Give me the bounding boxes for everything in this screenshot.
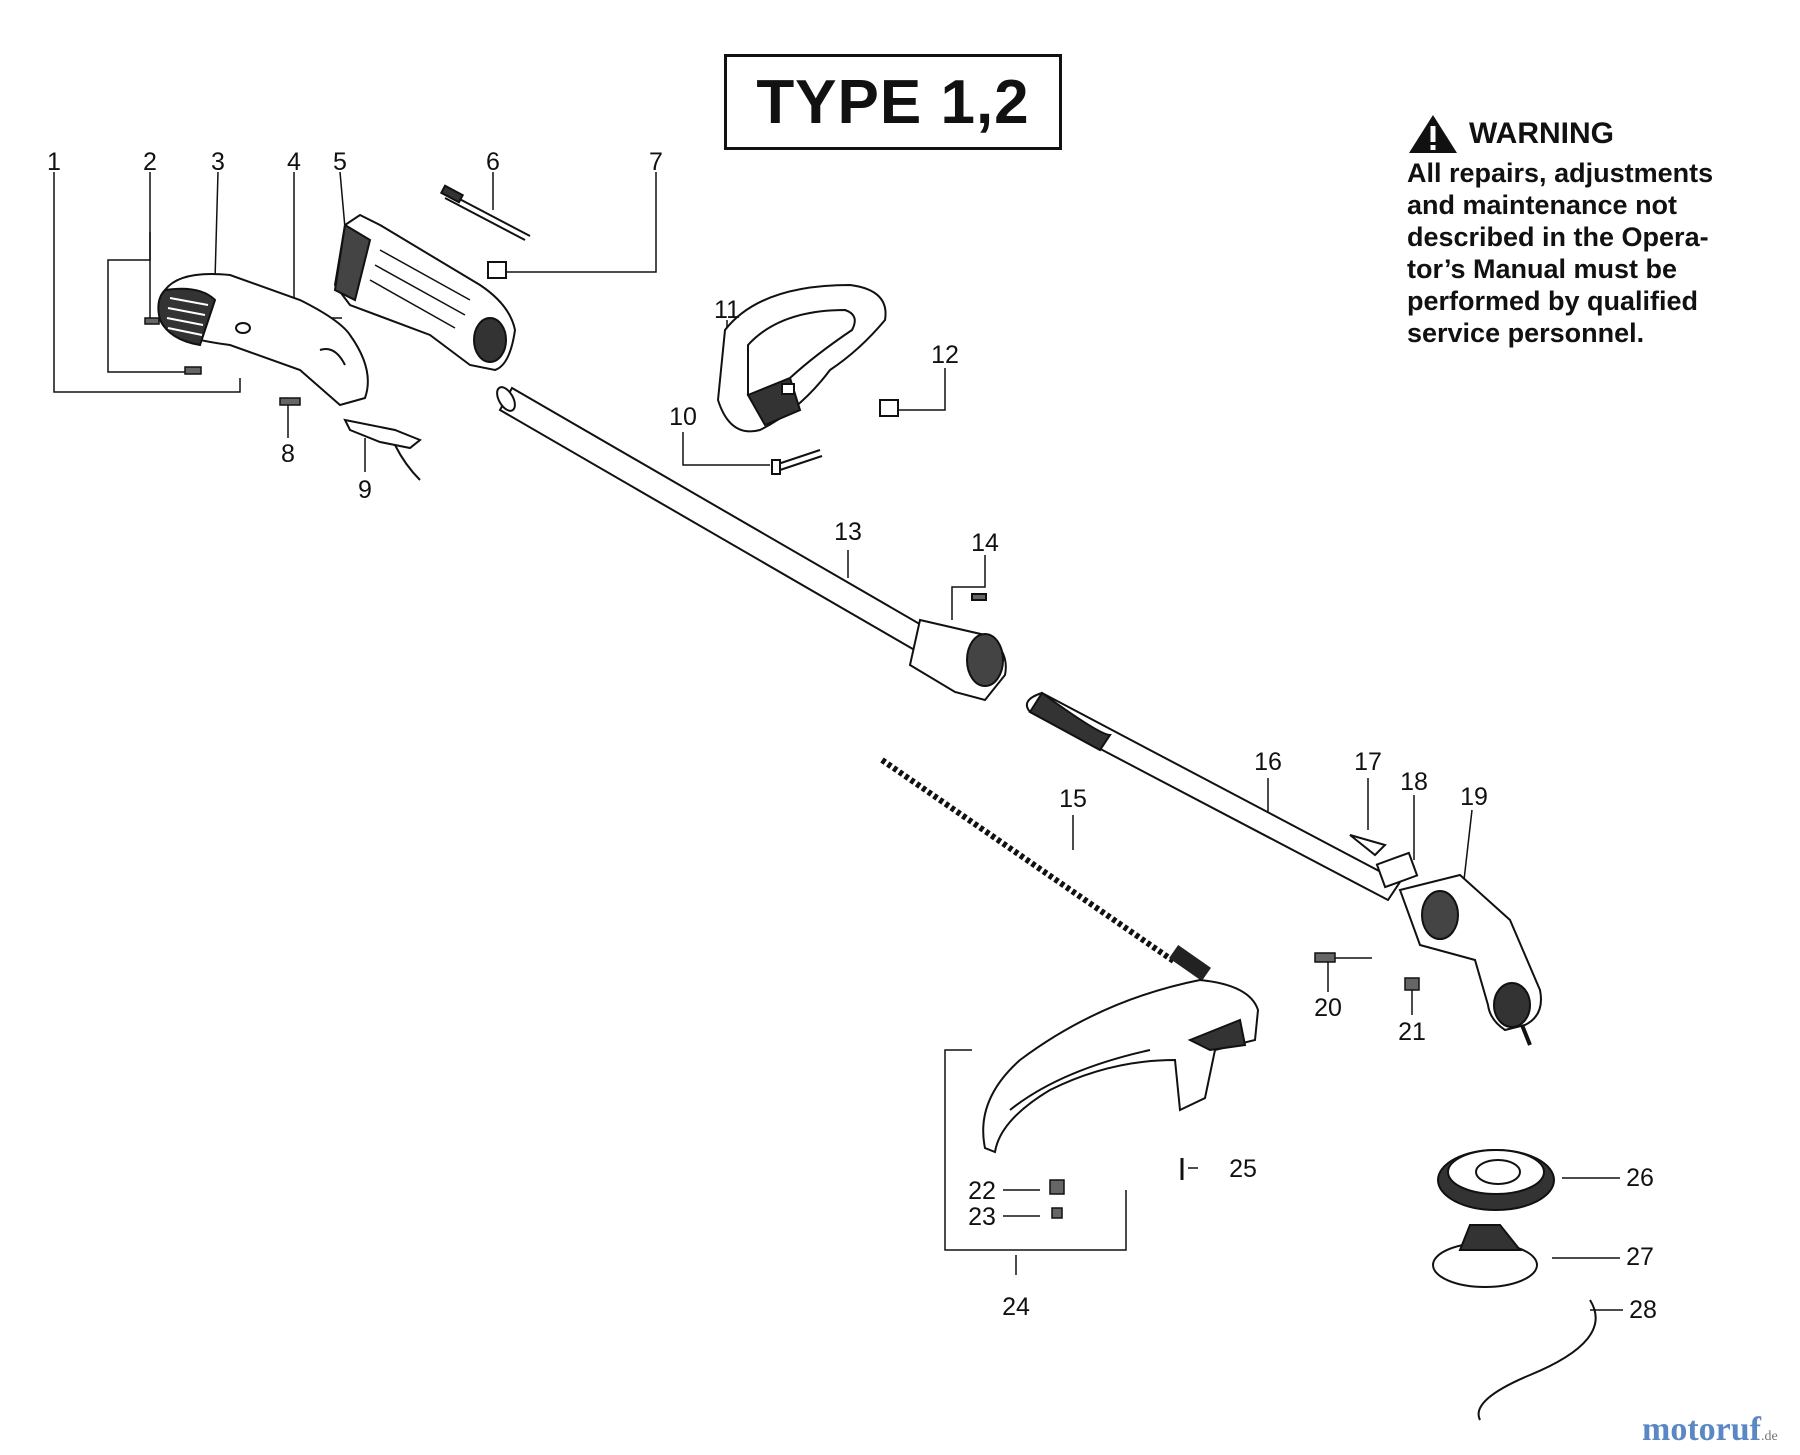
- warning-line: All repairs, adjustments: [1407, 158, 1714, 188]
- warning-line: service personnel.: [1407, 318, 1645, 348]
- type-label-box: TYPE 1,2: [724, 54, 1062, 150]
- callout-19: 19: [1460, 783, 1488, 811]
- lower-shaft: [1026, 691, 1402, 902]
- callout-21: 21: [1398, 1018, 1426, 1046]
- leader-line-10: [682, 432, 770, 466]
- callout-15: 15: [1059, 785, 1087, 813]
- connector-part: [487, 261, 507, 279]
- leader-line-2: [107, 172, 185, 373]
- leader-line-1: [53, 172, 241, 393]
- watermark-suffix: .de: [1760, 1429, 1778, 1444]
- callout-16: 16: [1254, 748, 1282, 776]
- callout-4: 4: [287, 148, 301, 176]
- gear-head: [1398, 873, 1542, 1046]
- shaft-coupler: [908, 593, 1007, 702]
- callout-12: 12: [931, 341, 959, 369]
- callout-9: 9: [358, 476, 372, 504]
- callout-23: 23: [968, 1203, 996, 1231]
- guard-hardware: [1049, 1158, 1184, 1219]
- front-housing: [333, 213, 517, 372]
- leader-line-12: [890, 368, 946, 411]
- leader-line-20: [1327, 957, 1372, 992]
- callout-27: 27: [1626, 1243, 1654, 1271]
- leader-line-19: [1463, 809, 1473, 881]
- upper-shaft: [496, 386, 932, 654]
- warning-header: WARNING: [1407, 113, 1735, 155]
- callout-6: 6: [486, 148, 500, 176]
- warning-triangle-icon: [1409, 115, 1457, 153]
- drive-shaft: [880, 757, 1211, 982]
- loop-handle: [716, 283, 887, 433]
- callout-13: 13: [834, 518, 862, 546]
- callout-22: 22: [968, 1177, 996, 1205]
- type-label: TYPE 1,2: [756, 67, 1030, 137]
- leader-line-14: [951, 555, 986, 620]
- wing-nut-and-clamp: [1349, 834, 1419, 889]
- callout-14: 14: [971, 529, 999, 557]
- callout-3: 3: [211, 148, 225, 176]
- callout-11: 11: [714, 296, 740, 324]
- rear-handle: [157, 273, 369, 407]
- warning-line: described in the Opera-: [1407, 222, 1709, 252]
- throttle-trigger: [343, 418, 422, 481]
- callout-26: 26: [1626, 1164, 1654, 1192]
- warning-line: tor’s Manual must be: [1407, 254, 1678, 284]
- leader-line-24: [944, 1049, 1127, 1251]
- callout-2: 2: [143, 148, 157, 176]
- watermark-brand: motoruf: [1642, 1411, 1761, 1448]
- warning-text: All repairs, adjustments and maintenance…: [1407, 157, 1735, 349]
- callout-17: 17: [1354, 748, 1382, 776]
- watermark: motoruf.de: [1642, 1411, 1778, 1449]
- warning-title: WARNING: [1469, 117, 1614, 150]
- callout-8: 8: [281, 440, 295, 468]
- warning-block: WARNING All repairs, adjustments and mai…: [1407, 113, 1735, 349]
- callout-7: 7: [649, 148, 663, 176]
- callout-20: 20: [1314, 994, 1342, 1022]
- warning-line: and maintenance not: [1407, 190, 1678, 220]
- callout-1: 1: [47, 148, 61, 176]
- callout-25: 25: [1229, 1155, 1257, 1183]
- leader-line-7: [500, 172, 657, 273]
- leader-line-5: [339, 171, 346, 229]
- throttle-cable: [439, 184, 531, 241]
- callout-5: 5: [333, 148, 347, 176]
- callout-10: 10: [669, 403, 697, 431]
- trimmer-line: [1477, 1299, 1597, 1421]
- leader-line-3: [214, 171, 219, 281]
- warning-line: performed by qualified: [1407, 286, 1699, 316]
- screws-20-21: [1314, 952, 1420, 991]
- callout-numbers: 1 2 3 4 5 6 7 8 9 10 11 12 13 14 15 16 1…: [47, 148, 1657, 1324]
- spool-base: [1432, 1224, 1538, 1288]
- trimmer-guard: [982, 978, 1260, 1154]
- screws-2-1-8: [144, 317, 301, 406]
- callout-28: 28: [1629, 1296, 1657, 1324]
- spool-cover: [1437, 1149, 1555, 1211]
- bolt-and-nut: [771, 399, 899, 475]
- callout-24: 24: [1002, 1293, 1030, 1321]
- callout-18: 18: [1400, 768, 1428, 796]
